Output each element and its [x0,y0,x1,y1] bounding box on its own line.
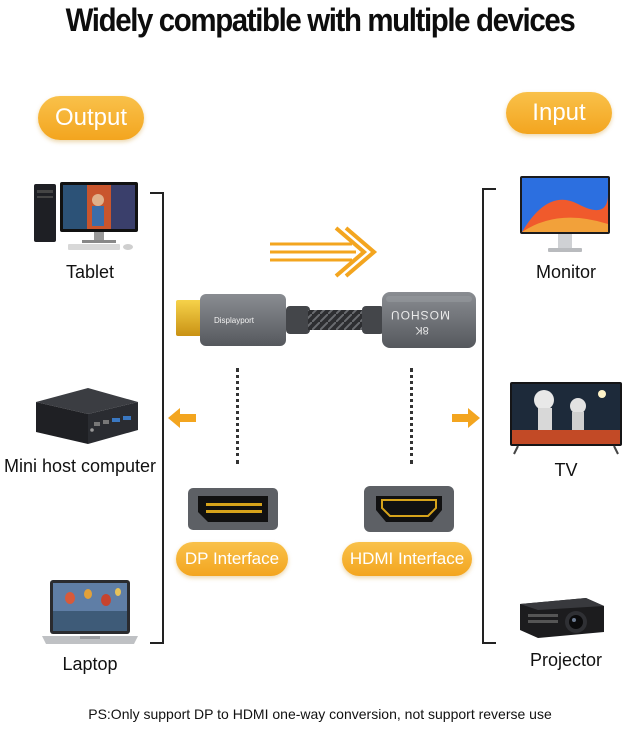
output-badge: Output [38,96,144,140]
direction-arrow-icon [270,226,378,278]
dp-interface-badge: DP Interface [176,542,288,576]
monitor-label: Monitor [535,262,597,282]
tv-icon [510,382,622,455]
hdmi-resolution-text: 8K [415,324,429,336]
hdmi-port-icon [364,486,454,532]
hdmi-brand-text: MOSHOU [390,308,450,322]
arrow-left-icon [168,408,196,428]
dp-port-icon [188,488,278,530]
laptop-label: Laptop [62,654,118,674]
input-badge: Input [506,92,612,134]
monitor-icon [520,176,610,252]
mini-host-icon [36,388,138,444]
hdmi-leader-line [410,368,413,464]
footnote: PS:Only support DP to HDMI one-way conve… [88,706,552,722]
arrow-right-icon [452,408,480,428]
tv-label: TV [554,460,578,480]
projector-label: Projector [529,650,603,670]
mini-host-label: Mini host computer [3,456,157,476]
output-bracket [150,192,164,644]
desktop-computer-icon [34,182,138,250]
adapter-cable-icon [176,292,476,348]
dp-brand-text: Displayport [214,316,255,325]
tablet-label: Tablet [65,262,115,282]
laptop-icon [42,580,138,644]
input-bracket [482,188,496,644]
projector-icon [520,598,604,638]
dp-leader-line [236,368,239,464]
hdmi-interface-badge: HDMI Interface [342,542,472,576]
page-title: Widely compatible with multiple devices [65,2,576,38]
